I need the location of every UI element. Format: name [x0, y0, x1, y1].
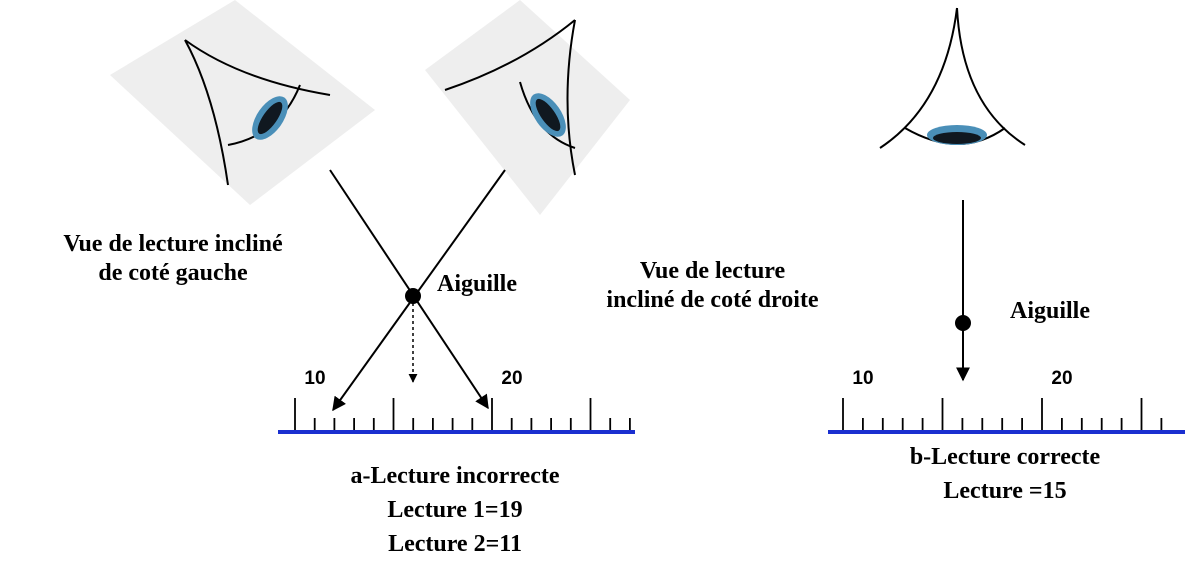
left-eye-pupil — [257, 101, 283, 135]
left-view-label: Vue de lecture incliné de coté gauche — [2, 230, 344, 288]
sight-line-right-view — [332, 169, 506, 412]
left-view-label-line1: Vue de lecture incliné — [63, 231, 283, 257]
scale-b-ticks — [842, 398, 1163, 432]
scale-a-label-10: 10 — [304, 368, 325, 389]
right-view-label: Vue de lecture incliné de coté droite — [555, 257, 870, 315]
caption-b: b-Lecture correcte Lecture =15 — [840, 440, 1170, 508]
middle-eye-lower-lid — [566, 19, 576, 176]
left-view-label-line2: de coté gauche — [98, 259, 248, 286]
left-eye-background — [110, 0, 375, 205]
middle-eye-upper-lid — [444, 19, 576, 91]
caption-b-reading: Lecture =15 — [943, 478, 1067, 504]
caption-a-reading2: Lecture 2=11 — [388, 531, 522, 557]
right-eye-pupil — [933, 132, 981, 144]
right-eye-right-lid — [956, 7, 1026, 146]
middle-eye-background — [425, 0, 630, 215]
caption-a-title: a-Lecture incorrecte — [350, 463, 560, 489]
left-eye-lower-lid — [184, 39, 229, 186]
scale-a-label-20: 20 — [501, 368, 522, 389]
sight-line-left-view — [329, 169, 489, 410]
caption-a-reading1: Lecture 1=19 — [387, 497, 523, 523]
scale-b-label-20: 20 — [1051, 368, 1072, 389]
middle-eye-icon — [425, 0, 630, 215]
needle-a-dot — [405, 288, 421, 304]
middle-eye-pupil — [535, 98, 561, 132]
right-view-label-line1: Vue de lecture — [639, 258, 786, 284]
scale-b-label-10: 10 — [852, 368, 873, 389]
needle-b-label: Aiguille — [1010, 298, 1091, 324]
caption-b-title: b-Lecture correcte — [909, 444, 1101, 470]
needle-b-dot — [955, 315, 971, 331]
scale-b: 10 20 — [828, 368, 1185, 434]
left-eye-upper-lid — [184, 39, 331, 96]
right-view-label-line2: incliné de coté droite — [606, 286, 819, 313]
left-eye-icon — [110, 0, 375, 205]
scale-a-ticks — [294, 398, 631, 432]
right-eye-icon — [879, 7, 1026, 149]
needle-a-label: Aiguille — [437, 271, 518, 297]
right-eye-left-lid — [879, 7, 958, 149]
caption-a: a-Lecture incorrecte Lecture 1=19 Lectur… — [280, 459, 630, 561]
scale-a: 10 20 — [278, 368, 635, 434]
